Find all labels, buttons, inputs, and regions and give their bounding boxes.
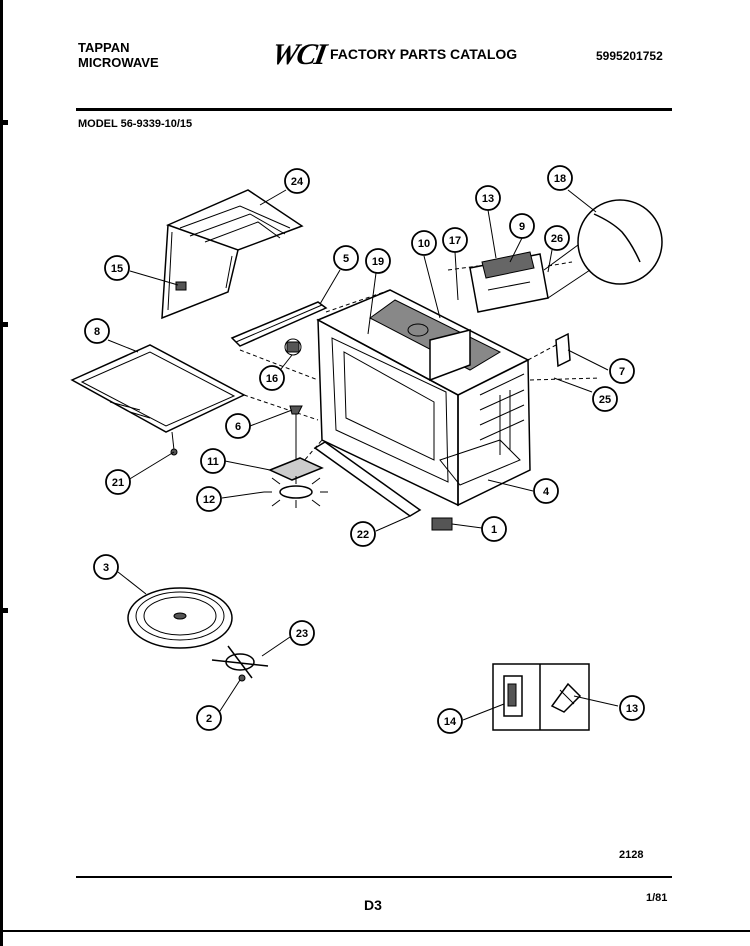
catalog-part-number: 5995201752 [596, 49, 663, 63]
alignment-lines [239, 289, 601, 471]
callout-5: 5 [333, 245, 359, 271]
bottom-rail-part [313, 441, 422, 517]
callout-13: 13 [619, 695, 645, 721]
callout-label: 3 [103, 562, 109, 574]
tray-frame-part [70, 344, 246, 433]
connector-part [431, 517, 453, 531]
callout-19: 19 [365, 248, 391, 274]
callout-1: 1 [481, 516, 507, 542]
scan-mark [0, 322, 8, 327]
callout-label: 24 [291, 176, 304, 188]
scan-mark [0, 608, 8, 613]
catalog-date: 1/81 [646, 892, 668, 904]
cabinet-assembly-part [316, 289, 531, 507]
callout-11: 11 [200, 448, 226, 474]
callout-23: 23 [289, 620, 315, 646]
callout-label: 23 [296, 628, 308, 640]
clip-part [284, 338, 302, 356]
callout-label: 9 [519, 221, 525, 233]
callout-2: 2 [196, 705, 222, 731]
callout-label: 19 [372, 256, 384, 268]
page-number: D3 [364, 897, 382, 913]
callout-label: 16 [266, 373, 278, 385]
callout-12: 12 [196, 486, 222, 512]
turntable-part [127, 587, 233, 649]
callout-6: 6 [225, 413, 251, 439]
callout-label: 13 [626, 703, 638, 715]
rail-part [230, 301, 328, 347]
callout-9: 9 [509, 213, 535, 239]
model-number: MODEL 56-9339-10/15 [78, 118, 193, 130]
callout-14: 14 [437, 708, 463, 734]
callout-26: 26 [544, 225, 570, 251]
callout-8: 8 [84, 318, 110, 344]
magnified-detail-part [543, 199, 663, 299]
inset-detail-boxes [492, 663, 590, 731]
scan-edge-bottom [0, 930, 750, 932]
callout-label: 21 [112, 477, 124, 489]
callout-label: 4 [543, 486, 550, 498]
callout-25: 25 [592, 386, 618, 412]
footer-rule [76, 876, 672, 878]
callout-label: 11 [207, 456, 219, 468]
callout-16: 16 [259, 365, 285, 391]
callout-label: 22 [357, 529, 369, 541]
stirrer-assembly-part [264, 405, 328, 508]
callout-label: 7 [619, 366, 625, 378]
pin-part [170, 431, 178, 456]
callout-label: 12 [203, 494, 215, 506]
callout-18: 18 [547, 165, 573, 191]
callout-label: 25 [599, 394, 611, 406]
callout-10: 10 [411, 230, 437, 256]
callout-15: 15 [104, 255, 130, 281]
callout-24: 24 [284, 168, 310, 194]
top-shroud-part [161, 189, 304, 320]
callout-label: 1 [491, 524, 497, 536]
callout-4: 4 [533, 478, 559, 504]
callout-3: 3 [93, 554, 119, 580]
scan-mark [0, 120, 8, 125]
callout-label: 6 [235, 421, 241, 433]
callout-22: 22 [350, 521, 376, 547]
bracket-part [555, 332, 571, 368]
callout-label: 14 [444, 716, 457, 728]
callout-7: 7 [609, 358, 635, 384]
leader-lines [107, 189, 619, 721]
roller-support-part [211, 645, 269, 682]
callout-17: 17 [442, 227, 468, 253]
callout-label: 2 [206, 713, 212, 725]
callout-21: 21 [105, 469, 131, 495]
catalog-title: FACTORY PARTS CATALOG [330, 46, 518, 62]
callout-label: 15 [111, 263, 123, 275]
drawing-code: 2128 [619, 849, 644, 861]
callout-label: 8 [94, 326, 100, 338]
callout-label: 5 [343, 253, 349, 265]
scan-edge [0, 0, 3, 946]
callout-label: 13 [482, 193, 494, 205]
header-rule [76, 108, 672, 111]
callout-label: 10 [418, 238, 430, 250]
brand-name: TAPPAN MICROWAVE [78, 40, 159, 70]
callout-label: 26 [551, 233, 563, 245]
callout-label: 18 [554, 173, 566, 185]
callout-label: 17 [449, 235, 461, 247]
callout-13: 13 [475, 185, 501, 211]
